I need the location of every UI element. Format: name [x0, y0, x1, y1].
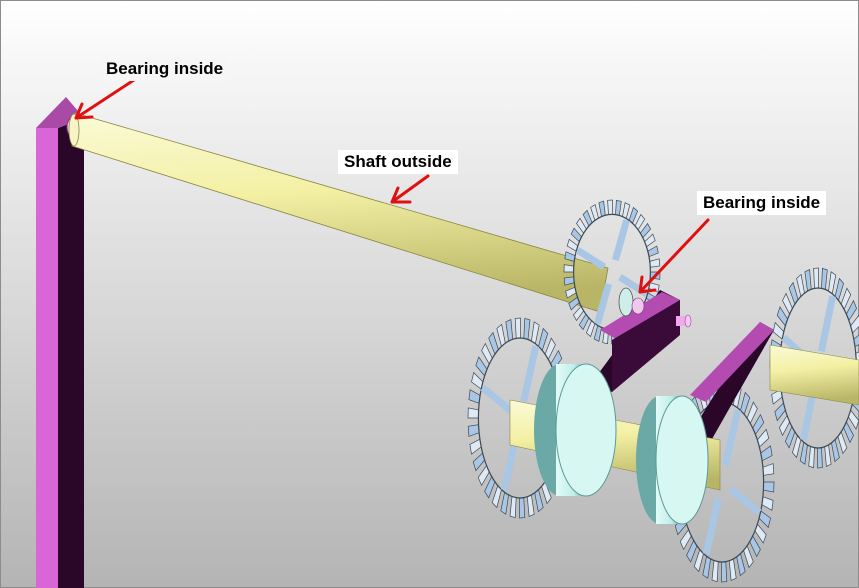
gear-tooth — [607, 199, 613, 215]
gear-tooth — [563, 264, 575, 273]
gear-tooth — [763, 481, 775, 493]
gear-spoke — [480, 384, 514, 414]
gear-spoke — [702, 497, 722, 555]
gear-spoke — [722, 409, 742, 467]
annotation-arrows — [74, 74, 710, 294]
gear-tooth — [817, 447, 823, 469]
gear-spoke — [575, 247, 606, 270]
label-bearing-right: Bearing inside — [697, 191, 827, 215]
label-bearing-top: Bearing inside — [100, 57, 230, 81]
gear-tooth — [813, 267, 819, 289]
right-bearing — [618, 287, 645, 317]
gear-spoke — [728, 486, 762, 516]
left-post — [36, 97, 84, 588]
upper-bracket — [590, 290, 680, 392]
gear-spoke — [520, 345, 540, 403]
hub-right — [636, 395, 709, 525]
bracket-pin — [676, 314, 692, 328]
gear-spoke — [817, 295, 837, 353]
gear-spoke — [594, 282, 613, 325]
gear-tooth — [721, 561, 728, 583]
gear-tooth — [519, 497, 526, 519]
arrow-bearing-top — [74, 74, 142, 120]
hub-left — [534, 363, 617, 497]
arrow-shaft — [390, 174, 430, 204]
right-shaft — [769, 344, 859, 406]
gear-tooth — [514, 317, 521, 339]
gear-tooth — [467, 407, 479, 419]
label-shaft-outside: Shaft outside — [338, 150, 458, 174]
arrow-bearing-right — [638, 218, 710, 294]
gear-spoke — [611, 219, 630, 262]
